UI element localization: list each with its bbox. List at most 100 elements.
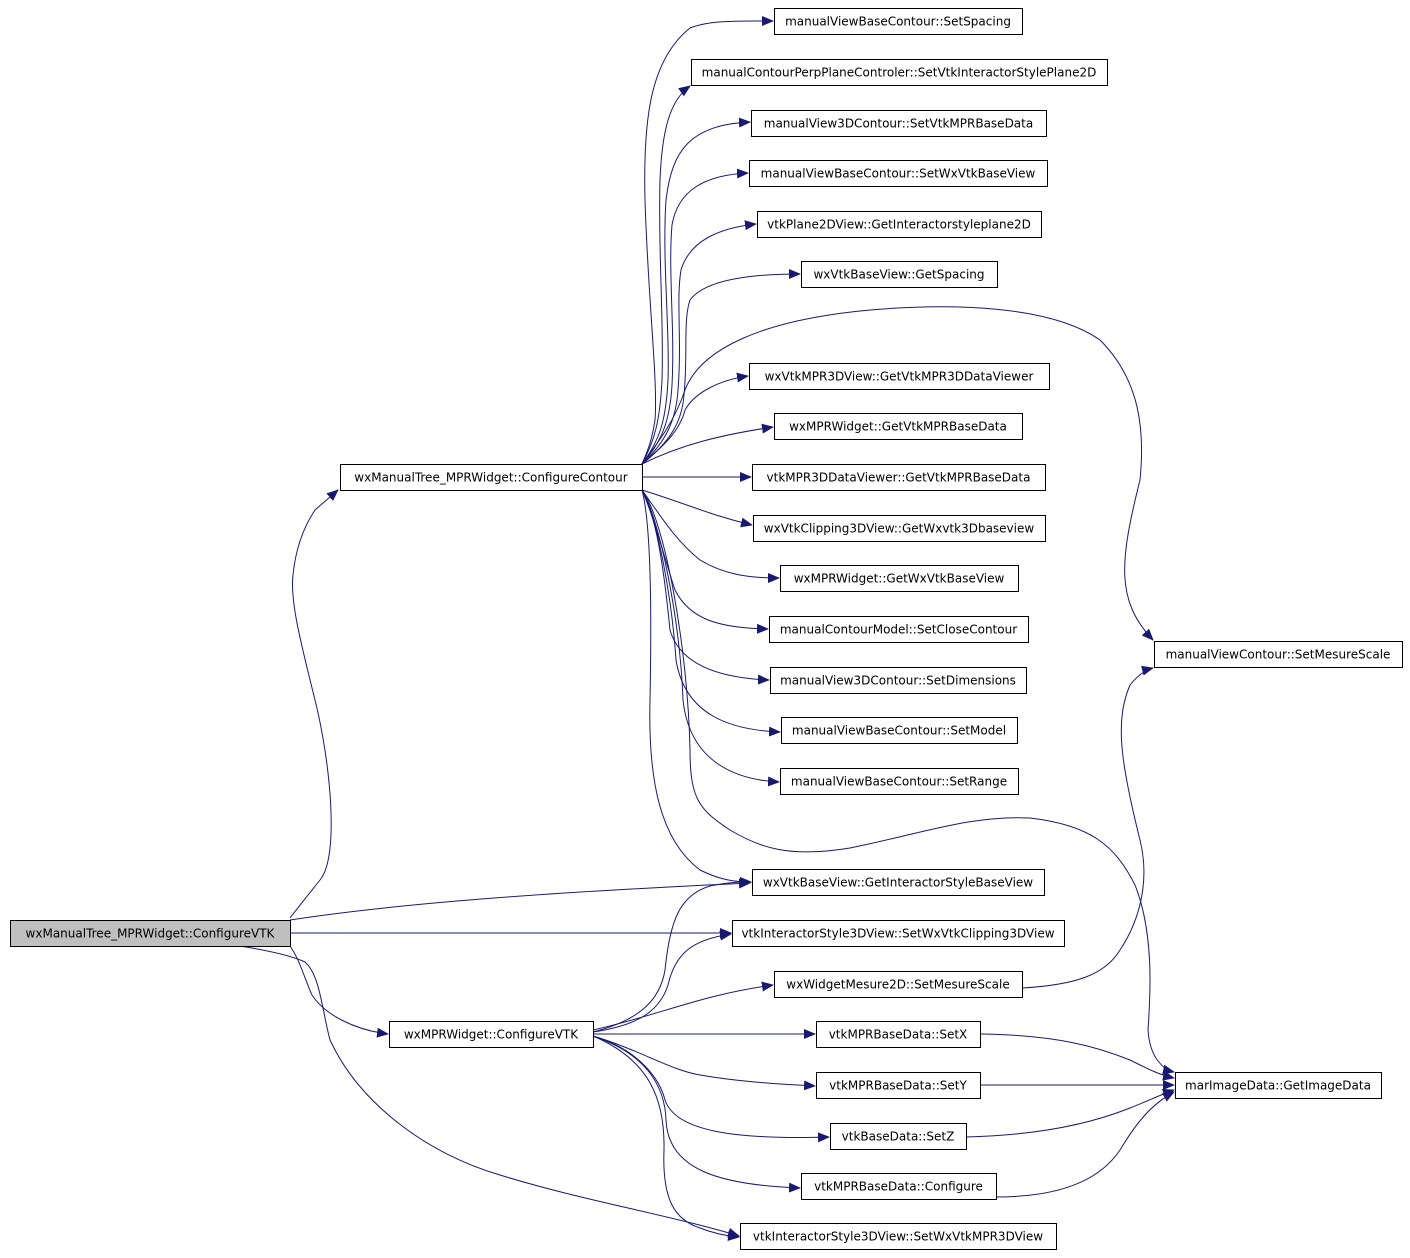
edge-cc-to-n13 [641, 489, 770, 685]
edge-cc-to-n10 [641, 489, 753, 528]
node-n6[interactable]: wxVtkBaseView::GetSpacing [801, 261, 998, 288]
node-box[interactable] [830, 1123, 967, 1150]
node-box[interactable] [774, 413, 1023, 440]
node-n9[interactable]: vtkMPR3DDataViewer::GetVtkMPRBaseData [752, 464, 1046, 491]
node-box[interactable] [752, 869, 1045, 896]
edge-cc-to-n2 [641, 85, 691, 465]
node-label: manualViewBaseContour::SetSpacing [785, 15, 1011, 29]
node-n16[interactable]: wxVtkBaseView::GetInteractorStyleBaseVie… [752, 869, 1045, 896]
node-label: vtkInteractorStyle3DView::SetWxVtkClippi… [741, 927, 1054, 941]
edge-cc-to-n4 [641, 168, 749, 465]
edge-cc-to-mvc [641, 306, 1154, 641]
node-box[interactable] [774, 8, 1023, 35]
edge-root-to-mcv [289, 945, 389, 1038]
node-n4[interactable]: manualViewBaseContour::SetWxVtkBaseView [749, 160, 1048, 187]
node-box[interactable] [1175, 1072, 1382, 1099]
node-box[interactable] [780, 768, 1019, 795]
edge-n19-to-mid [979, 1033, 1175, 1081]
node-label: wxVtkClipping3DView::GetWxvtk3Dbaseview [764, 522, 1035, 536]
node-n2[interactable]: manualContourPerpPlaneControler::SetVtkI… [691, 59, 1108, 86]
node-n5[interactable]: vtkPlane2DView::GetInteractorstyleplane2… [757, 211, 1042, 238]
node-label: wxVtkBaseView::GetSpacing [813, 268, 984, 282]
node-box[interactable] [753, 515, 1046, 542]
node-n12[interactable]: manualContourModel::SetCloseContour [769, 616, 1029, 643]
node-box[interactable] [801, 261, 998, 288]
node-label: vtkBaseData::SetZ [842, 1130, 955, 1144]
edge-n22-to-mid [995, 1091, 1175, 1198]
node-box[interactable] [1154, 641, 1403, 668]
node-box[interactable] [751, 110, 1047, 137]
node-n17[interactable]: vtkInteractorStyle3DView::SetWxVtkClippi… [732, 920, 1065, 947]
node-label: manualView3DContour::SetVtkMPRBaseData [764, 117, 1033, 131]
node-box[interactable] [749, 160, 1048, 187]
node-root[interactable]: wxManualTree_MPRWidget::ConfigureVTK [10, 920, 291, 947]
edges-layer [239, 15, 1175, 1241]
node-box[interactable] [769, 616, 1029, 643]
node-n19[interactable]: vtkMPRBaseData::SetX [816, 1021, 981, 1048]
node-box[interactable] [816, 1072, 981, 1099]
node-n11[interactable]: wxMPRWidget::GetWxVtkBaseView [780, 565, 1019, 592]
node-n3[interactable]: manualView3DContour::SetVtkMPRBaseData [751, 110, 1047, 137]
node-box[interactable] [774, 971, 1023, 998]
node-n21[interactable]: vtkBaseData::SetZ [830, 1123, 967, 1150]
node-n20[interactable]: vtkMPRBaseData::SetY [816, 1072, 981, 1099]
node-n13[interactable]: manualView3DContour::SetDimensions [770, 667, 1027, 694]
node-label: manualContourModel::SetCloseContour [780, 623, 1017, 637]
node-box[interactable] [816, 1021, 981, 1048]
node-box[interactable] [801, 1173, 997, 1200]
node-mcv[interactable]: wxMPRWidget::ConfigureVTK [389, 1021, 594, 1048]
node-label: wxWidgetMesure2D::SetMesureScale [786, 978, 1009, 992]
node-n14[interactable]: manualViewBaseContour::SetModel [781, 717, 1018, 744]
edge-mcv-to-n23 [592, 1035, 740, 1241]
node-n18[interactable]: wxWidgetMesure2D::SetMesureScale [774, 971, 1023, 998]
edge-mcv-to-n21 [592, 1035, 830, 1143]
edge-cc-to-n16 [641, 489, 752, 887]
edge-cc-to-n15 [641, 489, 780, 787]
node-label: vtkMPR3DDataViewer::GetVtkMPRBaseData [767, 471, 1031, 485]
edge-root-to-n16 [289, 878, 751, 921]
node-box[interactable] [757, 211, 1042, 238]
node-label: vtkMPRBaseData::SetX [829, 1028, 968, 1042]
node-box[interactable] [752, 464, 1046, 491]
edge-cc-to-n1 [641, 15, 774, 465]
node-n8[interactable]: wxMPRWidget::GetVtkMPRBaseData [774, 413, 1023, 440]
node-label: manualContourPerpPlaneControler::SetVtkI… [702, 66, 1097, 80]
edge-cc-to-n14 [641, 489, 781, 737]
edge-mcv-to-n16 [592, 877, 752, 1033]
edge-cc-to-n8 [641, 423, 774, 465]
node-n23[interactable]: vtkInteractorStyle3DView::SetWxVtkMPR3DV… [740, 1223, 1057, 1250]
node-mvc[interactable]: manualViewContour::SetMesureScale [1154, 641, 1403, 668]
node-n10[interactable]: wxVtkClipping3DView::GetWxvtk3Dbaseview [753, 515, 1046, 542]
node-label: wxMPRWidget::ConfigureVTK [404, 1028, 579, 1042]
edge-n21-to-mid [965, 1088, 1175, 1138]
node-box[interactable] [10, 920, 291, 947]
edge-cc-to-mid [641, 489, 1175, 1075]
node-box[interactable] [691, 59, 1108, 86]
node-label: wxMPRWidget::GetVtkMPRBaseData [789, 420, 1007, 434]
edge-root-to-n23 [239, 945, 740, 1238]
node-box[interactable] [780, 565, 1019, 592]
node-box[interactable] [781, 717, 1018, 744]
node-box[interactable] [732, 920, 1065, 947]
node-label: wxVtkMPR3DView::GetVtkMPR3DDataViewer [765, 370, 1034, 384]
node-box[interactable] [749, 363, 1050, 390]
node-box[interactable] [340, 464, 643, 491]
node-n15[interactable]: manualViewBaseContour::SetRange [780, 768, 1019, 795]
node-n7[interactable]: wxVtkMPR3DView::GetVtkMPR3DDataViewer [749, 363, 1050, 390]
node-box[interactable] [389, 1021, 594, 1048]
node-label: manualView3DContour::SetDimensions [780, 674, 1016, 688]
node-label: vtkMPRBaseData::SetY [829, 1079, 967, 1093]
node-cc[interactable]: wxManualTree_MPRWidget::ConfigureContour [340, 464, 643, 491]
node-label: manualViewContour::SetMesureScale [1166, 648, 1391, 662]
node-label: manualViewBaseContour::SetWxVtkBaseView [761, 167, 1036, 181]
node-box[interactable] [740, 1223, 1057, 1250]
node-n22[interactable]: vtkMPRBaseData::Configure [801, 1173, 997, 1200]
node-box[interactable] [770, 667, 1027, 694]
edge-cc-to-n5 [641, 220, 757, 465]
node-mid[interactable]: marImageData::GetImageData [1175, 1072, 1382, 1099]
node-n1[interactable]: manualViewBaseContour::SetSpacing [774, 8, 1023, 35]
node-label: manualViewBaseContour::SetModel [792, 724, 1006, 738]
edge-cc-to-n7 [641, 372, 749, 465]
node-label: marImageData::GetImageData [1185, 1079, 1371, 1093]
